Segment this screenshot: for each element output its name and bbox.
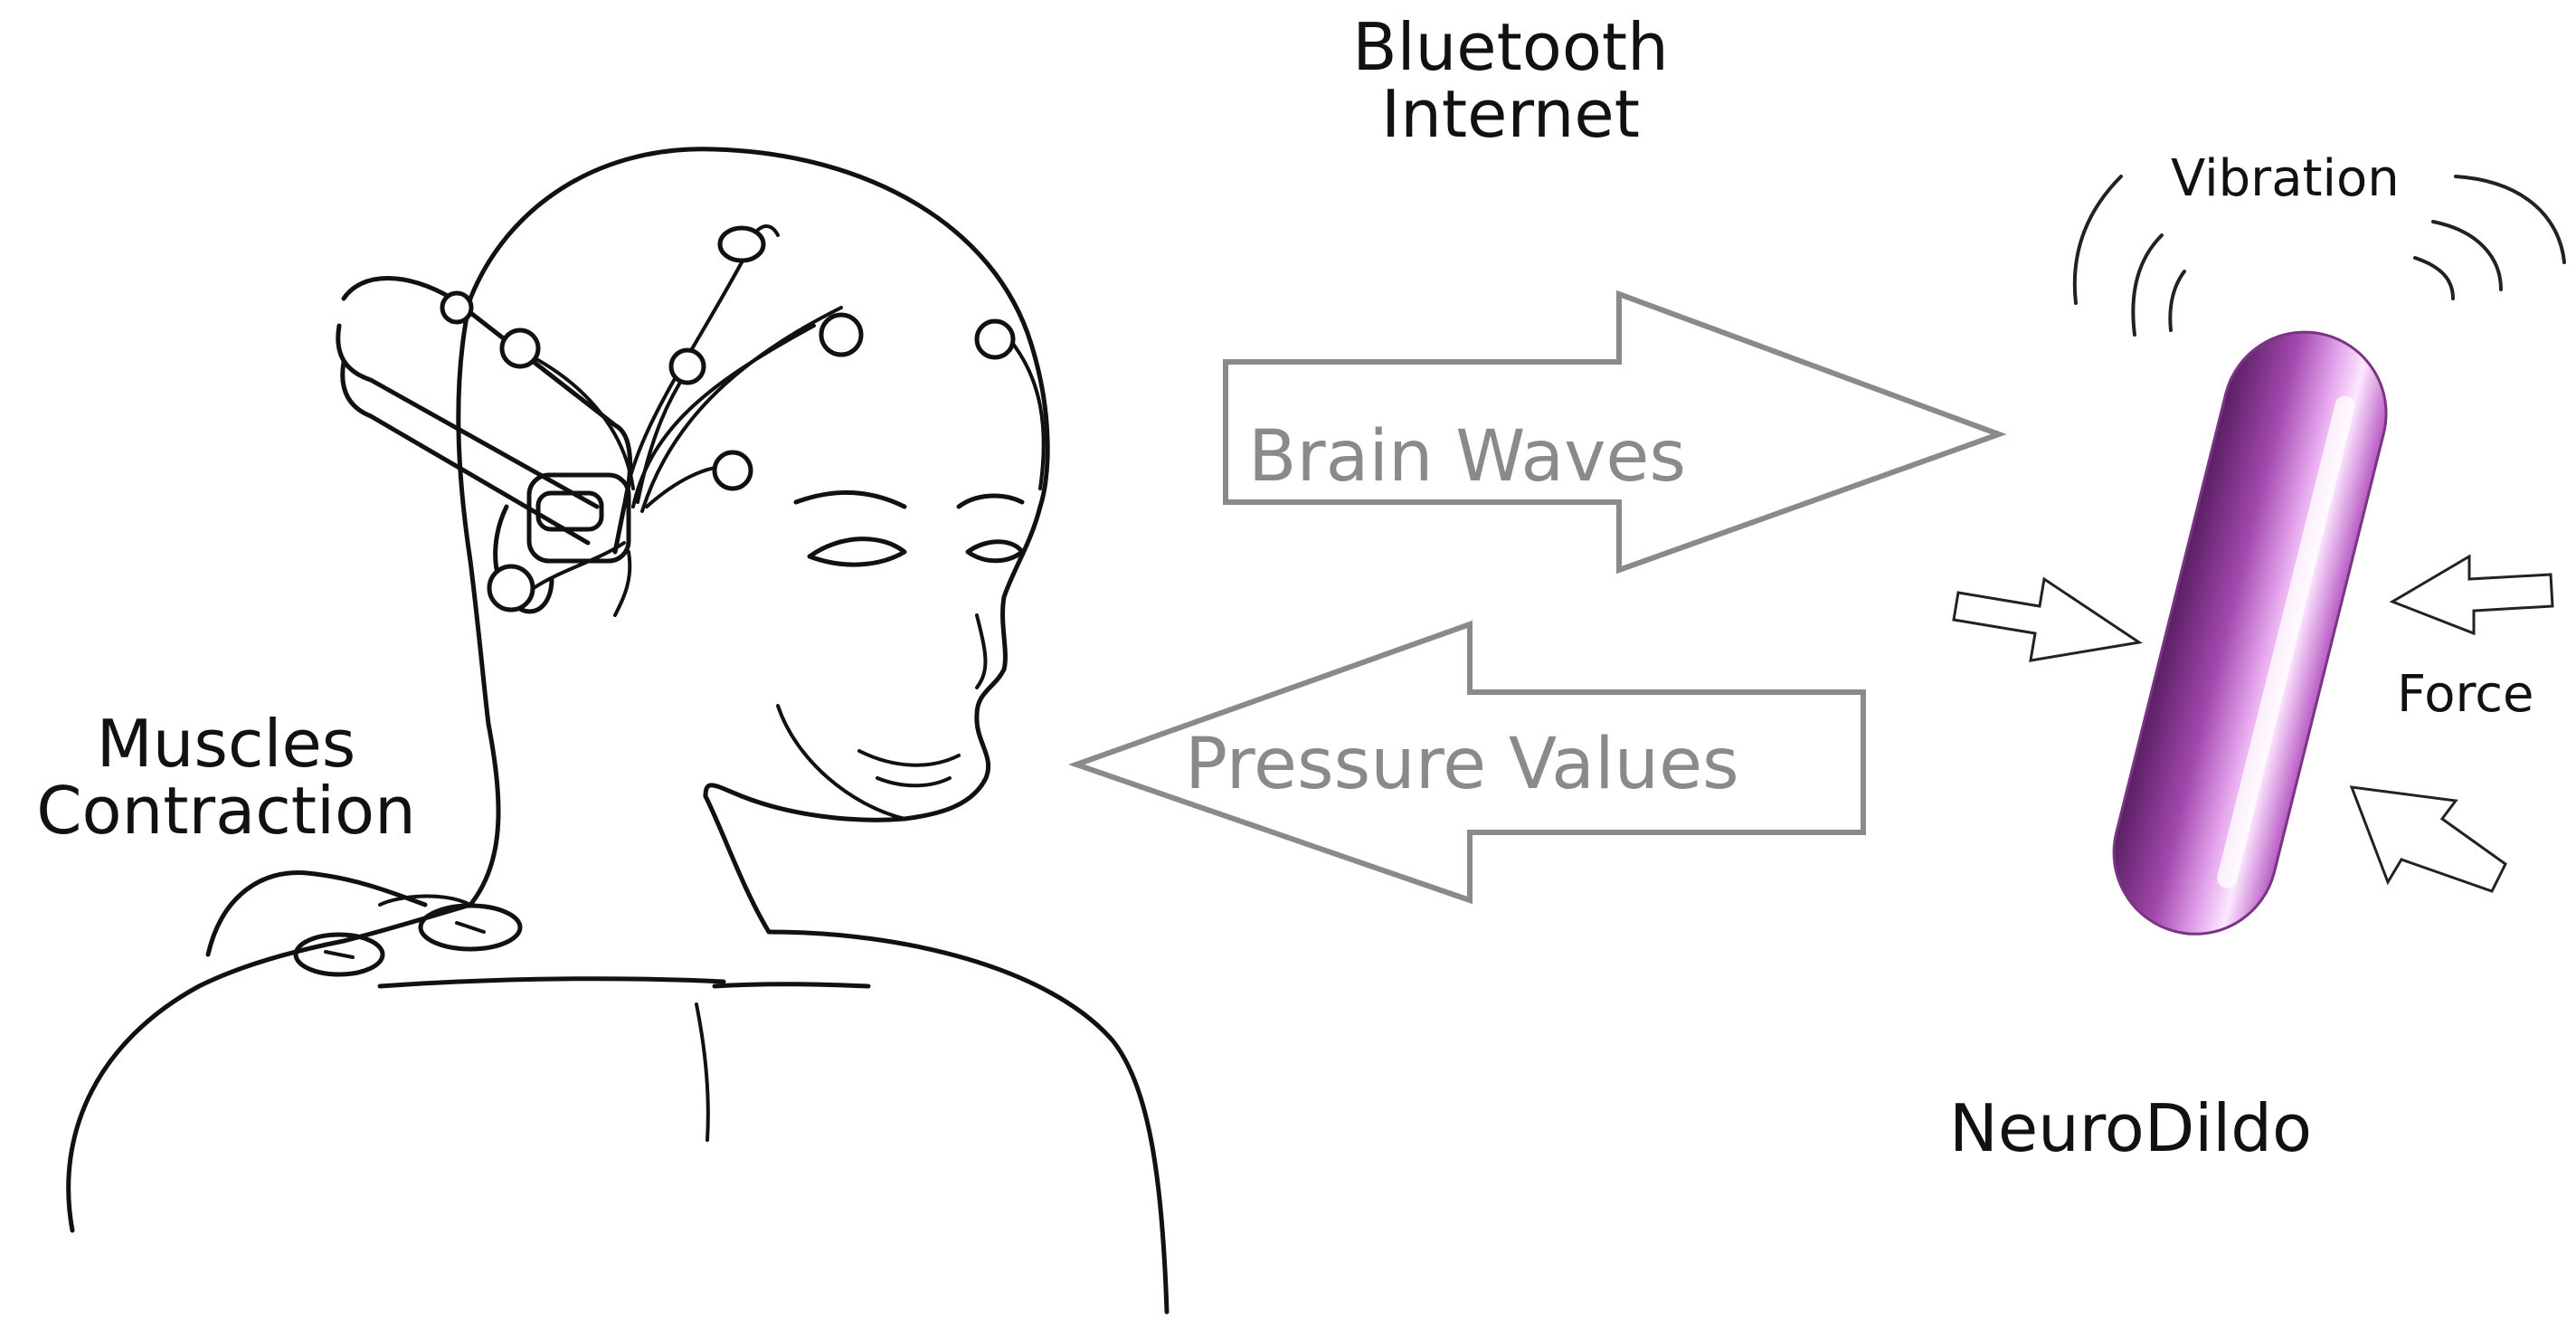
connection-line-2: Internet xyxy=(1381,76,1640,152)
force-label: Force xyxy=(2397,665,2534,724)
muscles-contraction-label: Muscles Contraction xyxy=(9,710,443,844)
muscles-line-1: Muscles xyxy=(96,706,356,782)
device-name-label: NeuroDildo xyxy=(1949,1090,2313,1166)
connection-line-1: Bluetooth xyxy=(1352,9,1669,85)
muscles-line-2: Contraction xyxy=(36,773,416,849)
head-with-eeg-headset-icon xyxy=(66,147,1170,1315)
connection-label: Bluetooth Internet xyxy=(1330,14,1691,147)
pressure-values-label: Pressure Values xyxy=(1185,724,1739,805)
vibration-label: Vibration xyxy=(2171,149,2400,208)
brain-waves-label: Brain Waves xyxy=(1248,416,1686,498)
